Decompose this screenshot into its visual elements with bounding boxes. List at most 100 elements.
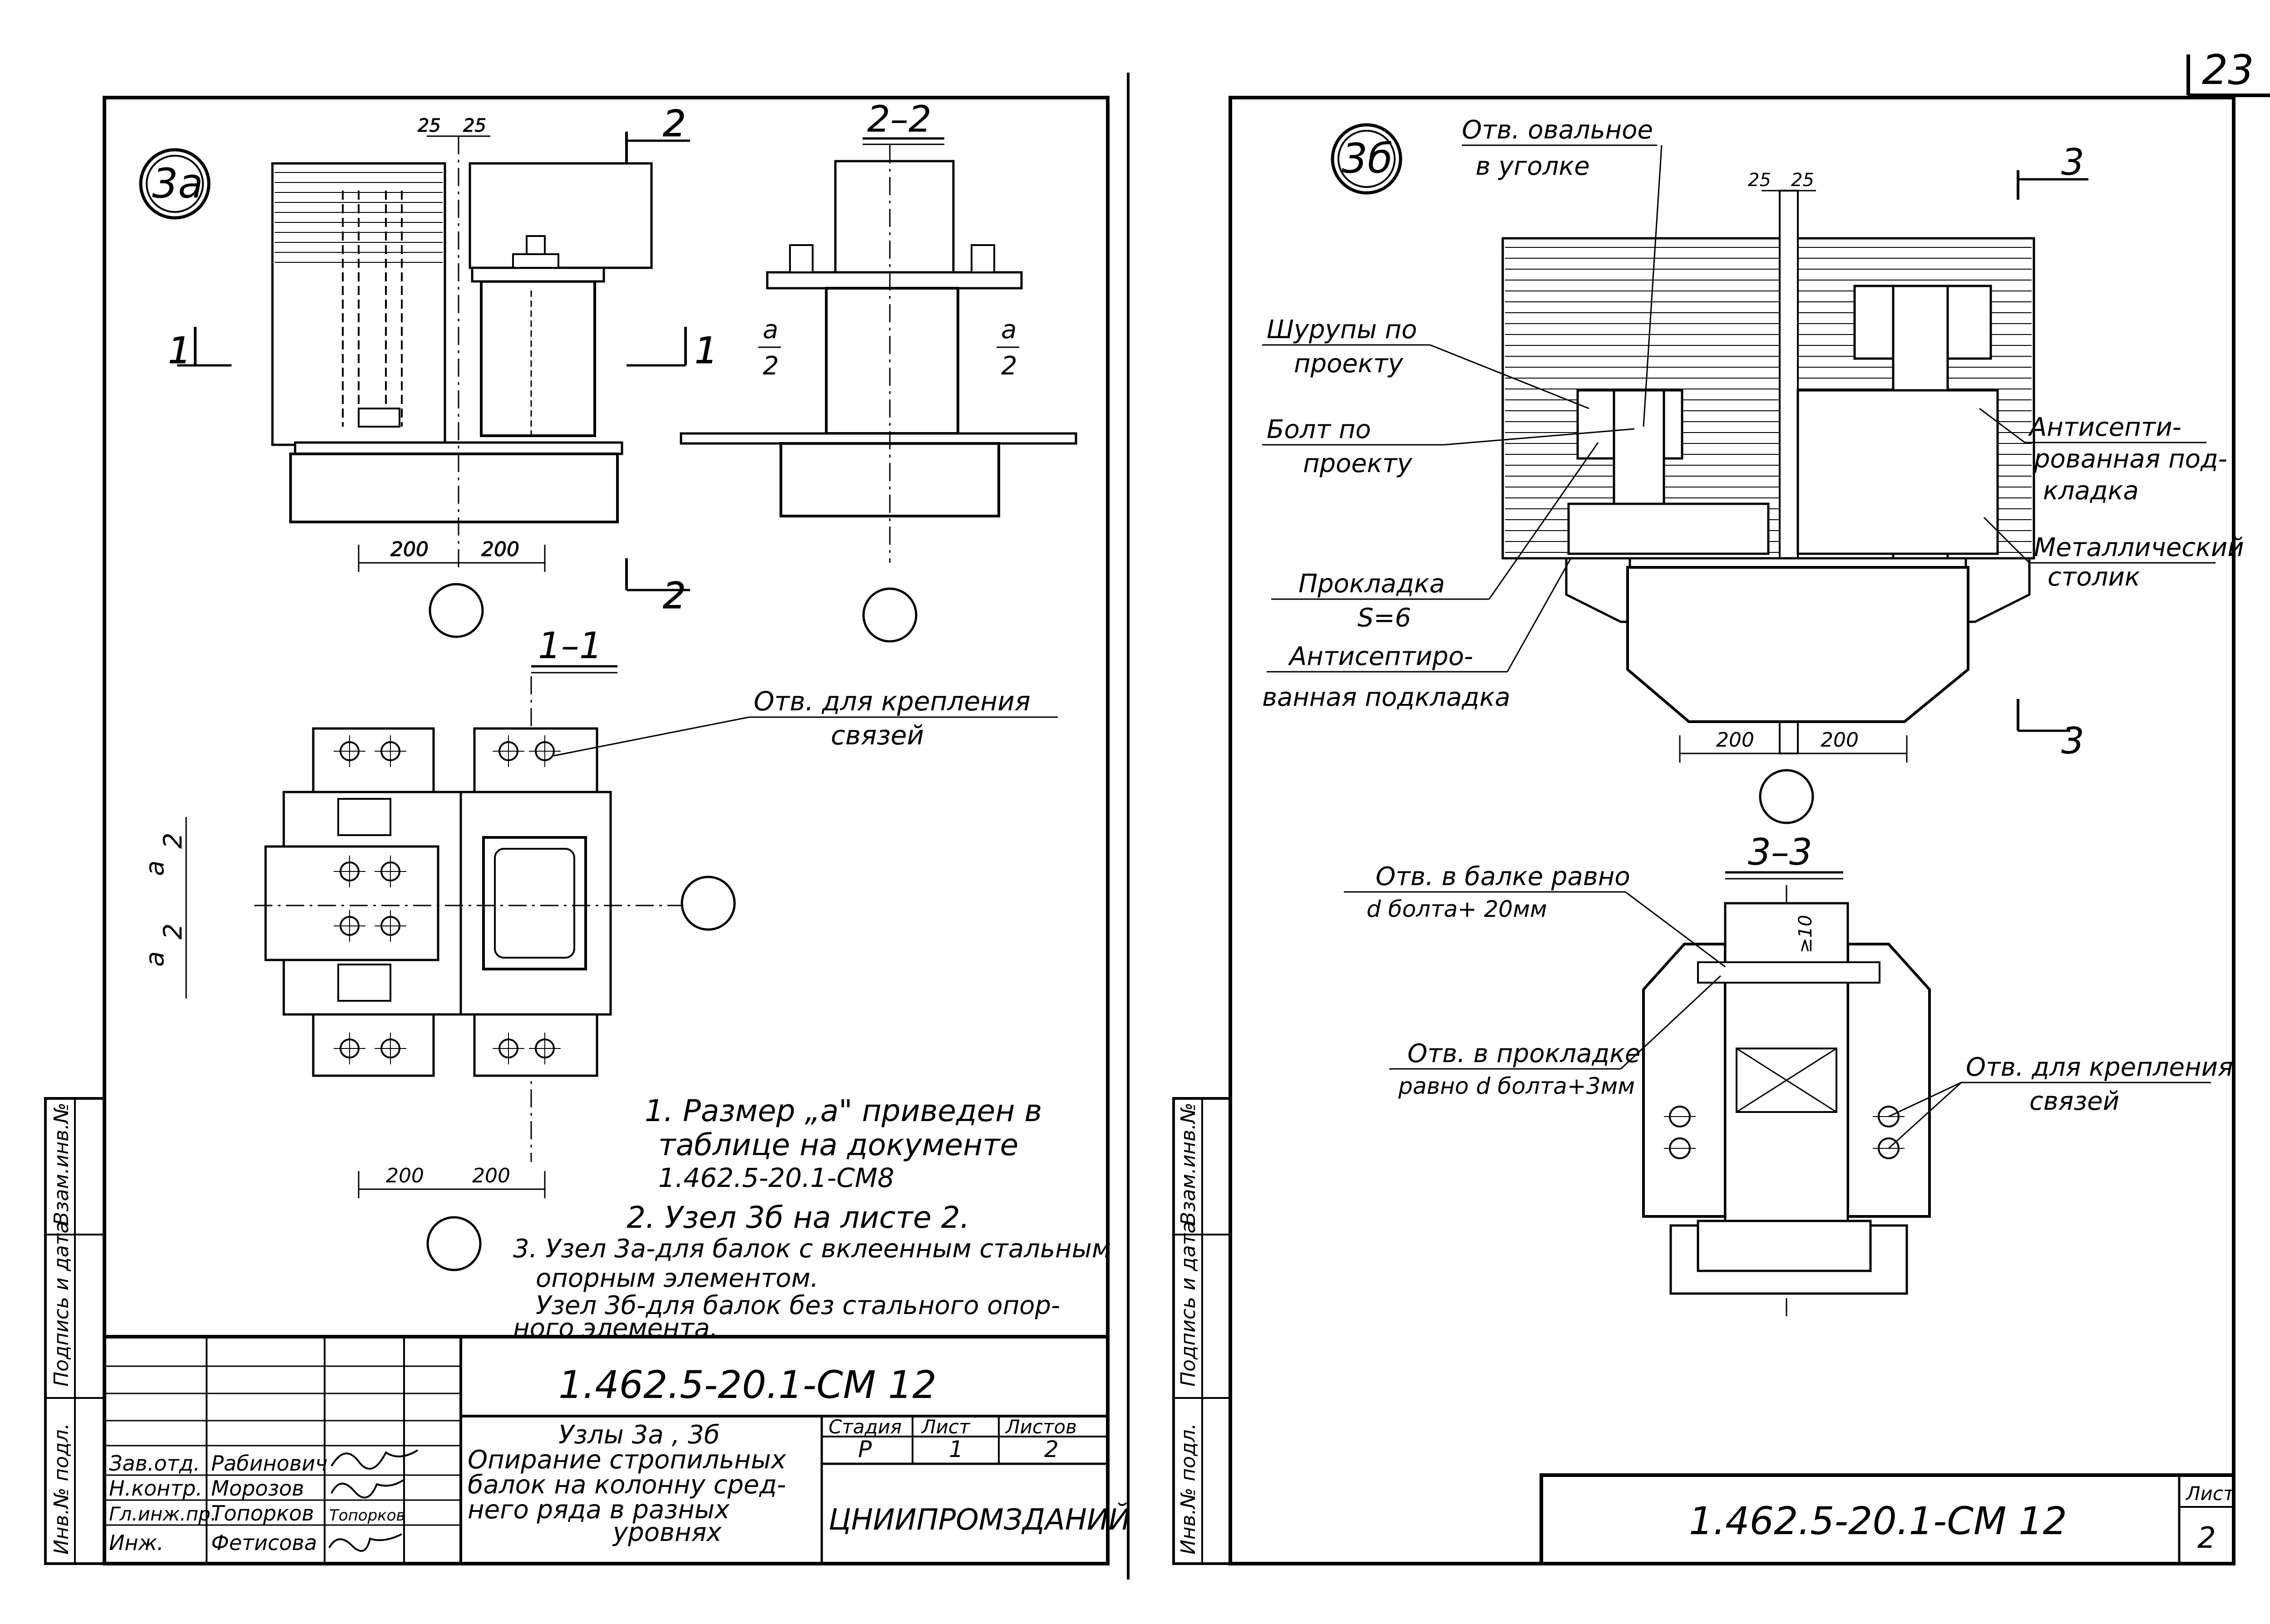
title-line-0: Узлы 3а , 3б <box>558 1420 720 1450</box>
section-11-title: 1–1 <box>538 625 602 667</box>
dim-a2-bot-den: 2 <box>158 923 188 940</box>
brace-hole-l1: Отв. для крепления <box>1966 1053 2233 1082</box>
name-2: Топорков <box>211 1501 314 1526</box>
cut-3-bottom: 3 <box>2061 720 2084 762</box>
note-3d: ного элемента. <box>513 1314 718 1343</box>
sheet-value: 1 <box>949 1436 963 1462</box>
left-stamp-inv: Инв.№ подл. <box>50 1423 73 1555</box>
note-1a: 1. Размер „а" приведен в <box>645 1093 1042 1128</box>
section-22-title: 2–2 <box>867 98 932 140</box>
dim-200-e: 200 <box>1716 728 1754 752</box>
role-1: Н.контр. <box>109 1476 202 1501</box>
stage-header: Стадия <box>829 1416 902 1438</box>
stage-value: Р <box>858 1436 872 1462</box>
title-line-4: уровнях <box>612 1518 722 1547</box>
node-3b-marker: 3б <box>1331 123 1402 195</box>
dim-a-right: а <box>1001 315 1017 344</box>
dim-2-left: 2 <box>763 351 779 381</box>
right-stamp-replace: Взам.инв.№ <box>1177 1102 1200 1225</box>
role-2: Гл.инж.пр. <box>109 1503 217 1525</box>
note-3a: 3. Узел 3а-для балок с вклеенным стальны… <box>513 1234 1111 1264</box>
right-sheet: Инв.№ подл. Подпись и дата Взам.инв.№ 3б <box>1172 96 2244 1565</box>
note-3c: Узел 3б-для балок без стального опор- <box>536 1291 1060 1320</box>
left-stamp-replace: Взам.инв.№ <box>50 1102 73 1225</box>
antiseptic-l2: ванная подкладка <box>1262 683 1510 712</box>
cut-3-top: 3 <box>2061 141 2084 183</box>
sheet-header: Лист <box>921 1416 971 1438</box>
title-line-2: балок на колонну сред- <box>468 1470 786 1500</box>
name-0: Рабинович <box>211 1451 328 1476</box>
title-line-3: него ряда в разных <box>468 1495 730 1525</box>
pad-hole-l2: равно d болта+3мм <box>1398 1073 1635 1099</box>
elevation-3a: 25 25 200 200 2 2 1 1 <box>168 103 951 638</box>
pad-l1: Прокладка <box>1298 569 1445 599</box>
callout-holes-l2: связей <box>831 720 924 751</box>
section-33-title: 3–3 <box>1748 831 1812 873</box>
dim-200-b: 200 <box>481 538 519 561</box>
screws-l2: проекту <box>1294 349 1403 379</box>
column-l1: Металлический <box>2034 533 2244 562</box>
cut-2-bottom: 2 <box>663 575 686 617</box>
right-sheet-header: Лист <box>2185 1482 2235 1505</box>
node-3a-marker: 3а <box>139 148 211 220</box>
note-1b: таблице на документе <box>658 1127 1018 1162</box>
right-stamp-sign: Подпись и дата <box>1177 1221 1200 1387</box>
section-2-2: 2–2 а 2 а 2 <box>680 98 1077 643</box>
cut-2-top: 2 <box>663 103 686 145</box>
dim-200-d: 200 <box>472 1164 510 1187</box>
right-title-block: 1.462.5-20.1-СМ 12 Лист 2 <box>1540 1473 2235 1565</box>
page-number: 23 <box>2202 46 2254 94</box>
right-doc-code: 1.462.5-20.1-СМ 12 <box>1689 1499 2067 1543</box>
note-2: 2. Узел 3б на листе 2. <box>627 1200 970 1235</box>
section-3-3: 3–3 ≥10 Отв. в балке равно d болта+ 20мм… <box>1344 831 2233 1316</box>
antiseptic-l1: Антисептиро- <box>1288 642 1473 671</box>
dim-a2-bot-num: а <box>140 951 170 967</box>
node-3a-label: 3а <box>152 160 203 207</box>
callout-holes-l1: Отв. для крепления <box>754 686 1031 717</box>
antiseptic-r3: кладка <box>2043 476 2139 506</box>
pad-l2: S=6 <box>1357 603 1411 633</box>
dim-200-f: 200 <box>1821 728 1859 752</box>
cut-1-left: 1 <box>168 330 191 372</box>
pad-hole-l1: Отв. в прокладке <box>1407 1039 1640 1068</box>
dim-a-left: а <box>763 315 778 344</box>
dim-25-c: 25 <box>1748 170 1771 191</box>
dim-200-a: 200 <box>390 538 429 561</box>
dim-25-a: 25 <box>418 115 441 136</box>
title-line-1: Опирание стропильных <box>468 1445 786 1475</box>
name-3: Фетисова <box>211 1530 317 1555</box>
antiseptic-r2: рованная под- <box>2033 444 2227 474</box>
cut-1-right: 1 <box>695 330 718 372</box>
left-title-block: 1.462.5-20.1-СМ 12 Зав.отд. Н.контр. Гл.… <box>103 1335 1130 1565</box>
section-1-1: 1–1 а 2 а 2 <box>140 625 1058 1271</box>
node-3b-label: 3б <box>1342 135 1393 182</box>
dim-200-c: 200 <box>386 1164 424 1187</box>
dim-a2-top-den: 2 <box>158 832 188 849</box>
bolt-l1: Болт по <box>1267 415 1371 444</box>
left-sheet: Инв.№ подл. Подпись и дата Взам.инв.№ 3а <box>44 96 1130 1565</box>
dim-25-b: 25 <box>463 115 486 136</box>
column-l2: столик <box>2048 562 2140 592</box>
beam-hole-l1: Отв. в балке равно <box>1376 862 1630 891</box>
dim-a2-top-num: а <box>140 861 170 876</box>
signature-strokes <box>328 1449 419 1552</box>
dim-2-right: 2 <box>1001 351 1017 381</box>
note-1c: 1.462.5-20.1-СМ8 <box>658 1162 894 1193</box>
right-sheet-value: 2 <box>2197 1521 2216 1555</box>
oval-hole-l1: Отв. овальное <box>1462 115 1653 145</box>
brace-hole-l2: связей <box>2029 1087 2119 1116</box>
left-stamp-sign: Подпись и дата <box>50 1221 73 1387</box>
bolt-l2: проекту <box>1303 449 1412 478</box>
right-stamp-inv: Инв.№ подл. <box>1177 1423 1200 1555</box>
name-1: Морозов <box>211 1476 304 1501</box>
role-0: Зав.отд. <box>109 1451 200 1476</box>
sheets-header: Листов <box>1005 1416 1077 1438</box>
org-name: ЦНИИПРОМЗДАНИЙ <box>829 1502 1130 1537</box>
notes: 1. Размер „а" приведен в таблице на доку… <box>513 1093 1111 1343</box>
antiseptic-r1: Антисепти- <box>2028 413 2181 442</box>
role-3: Инж. <box>109 1530 164 1555</box>
elevation-3b: 25 25 200 200 3 3 Отв. овальное в уголке… <box>1262 115 2244 824</box>
sheets-value: 2 <box>1044 1436 1059 1462</box>
left-doc-code: 1.462.5-20.1-СМ 12 <box>558 1363 937 1407</box>
oval-hole-l2: в уголке <box>1476 152 1590 181</box>
